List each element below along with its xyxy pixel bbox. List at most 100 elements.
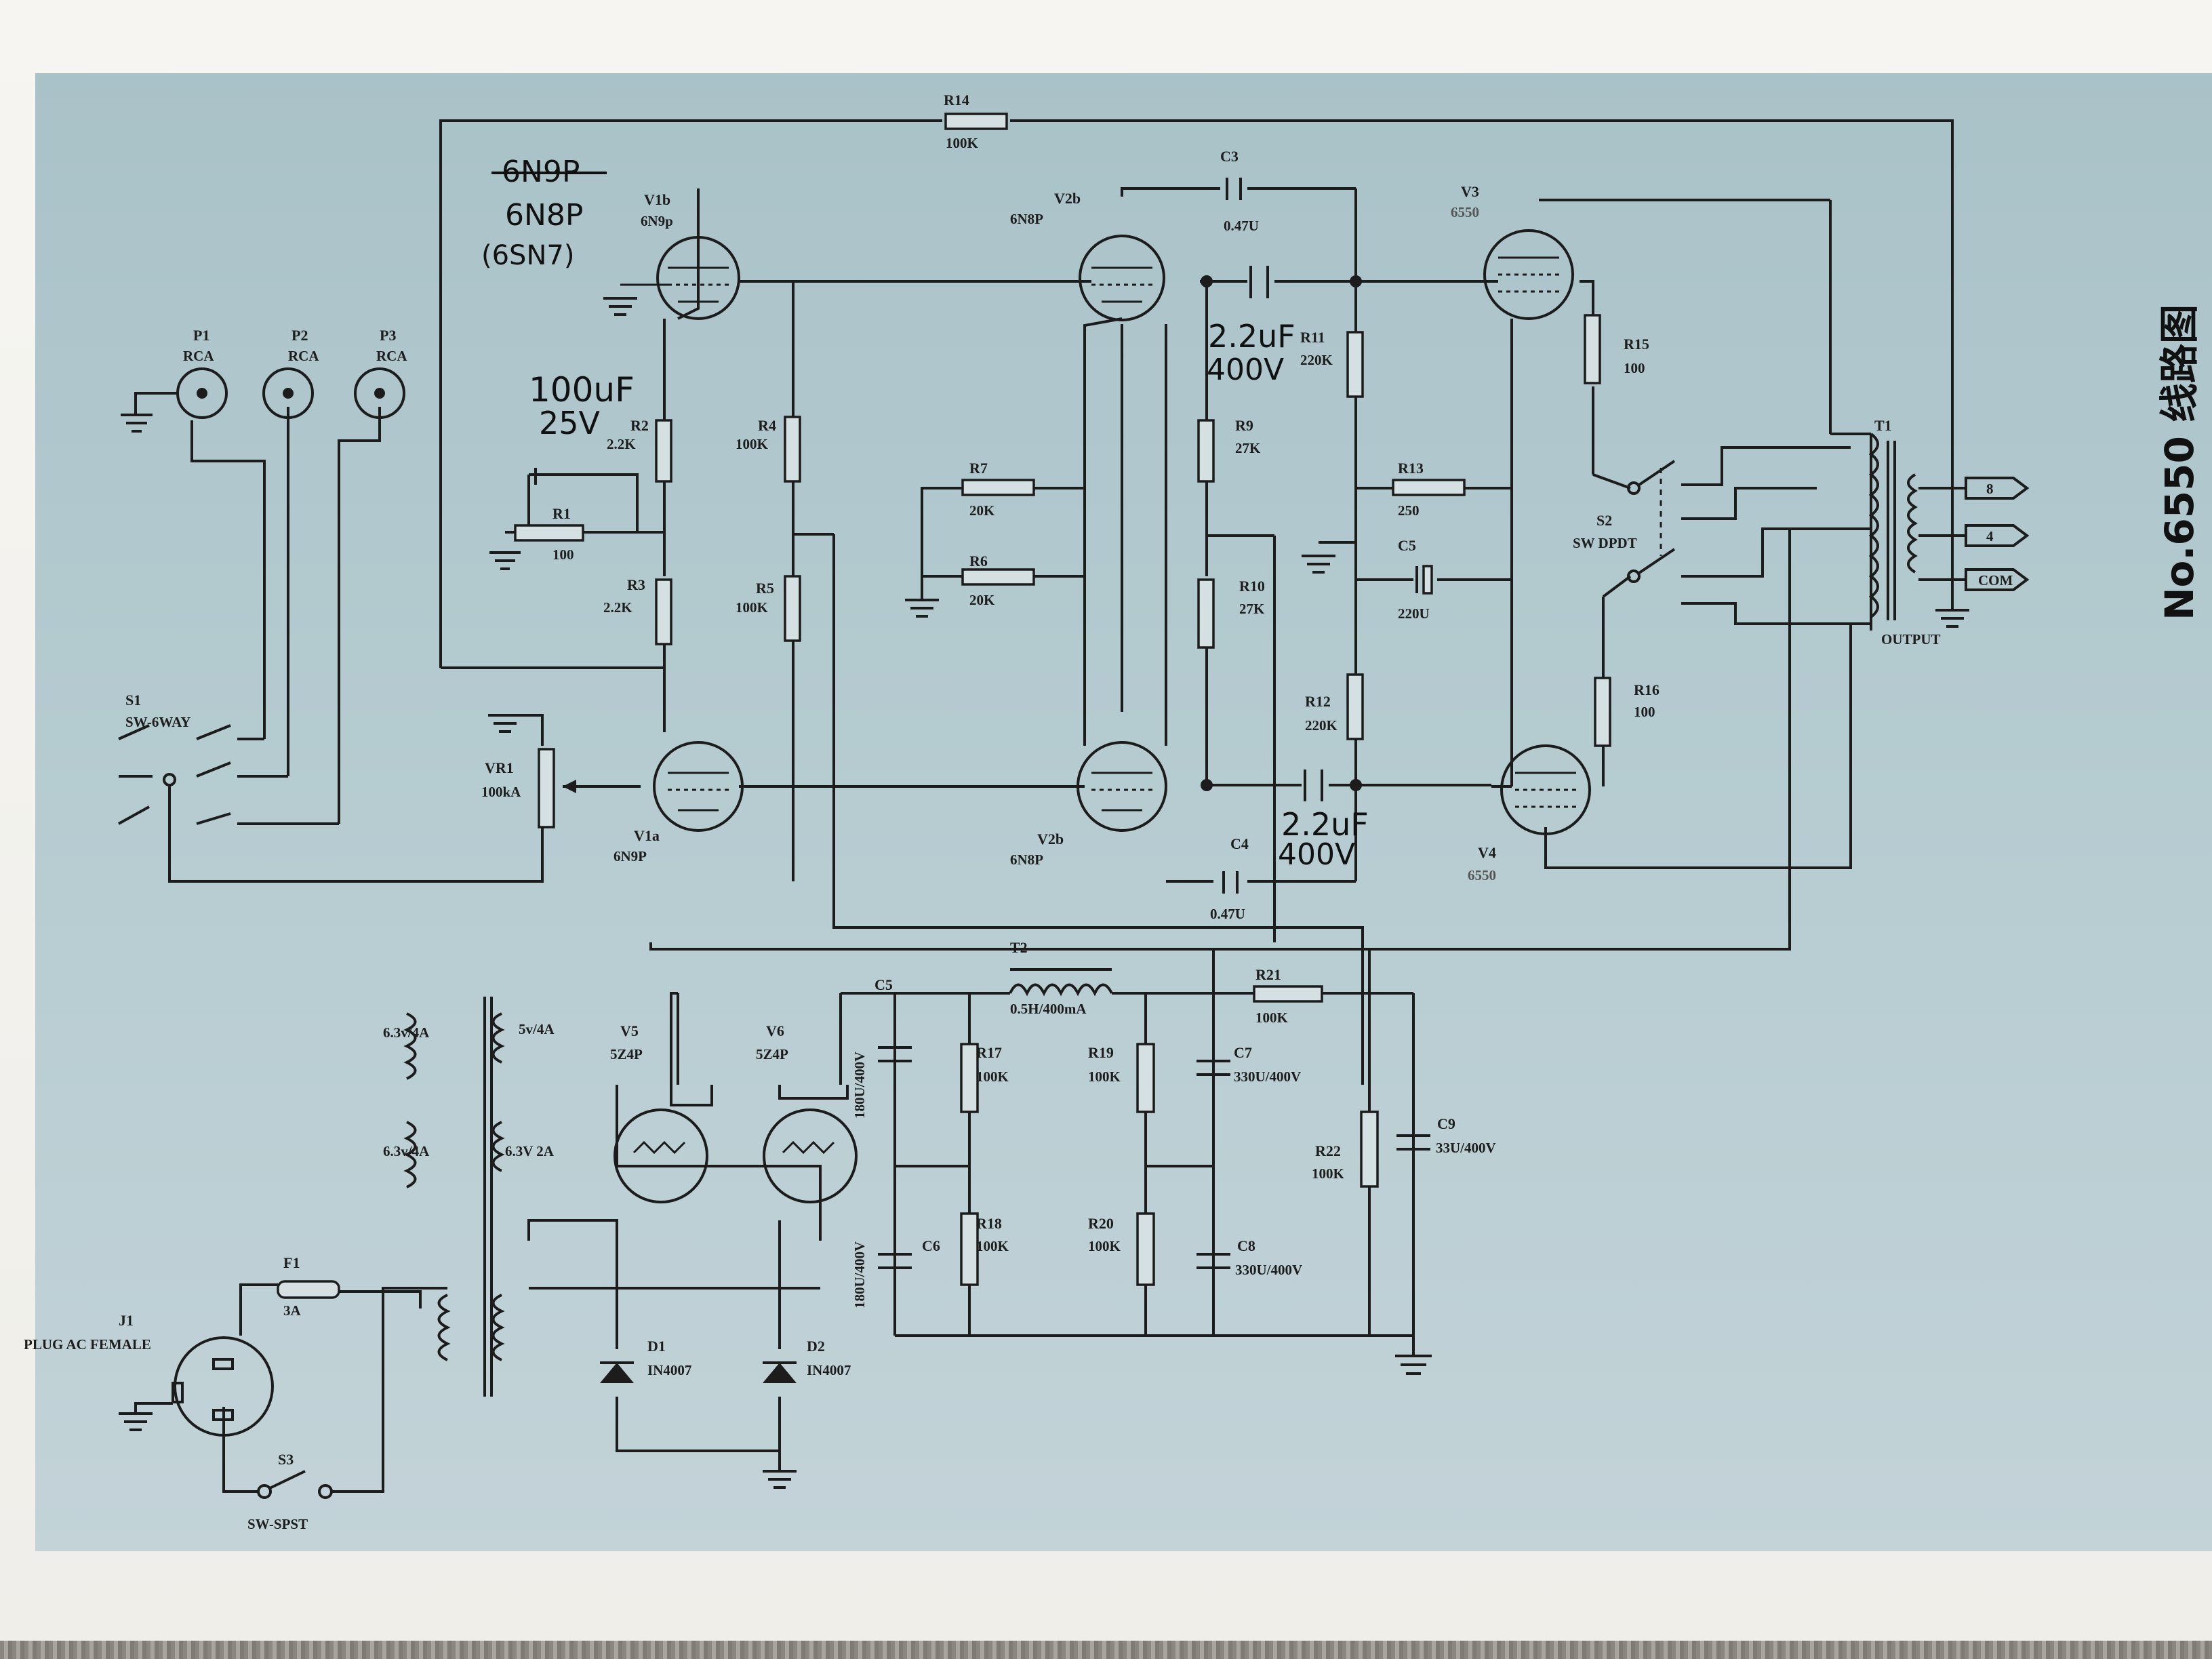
d2-ref: D2 <box>807 1338 825 1355</box>
d1-type: IN4007 <box>647 1362 691 1378</box>
tube-v1b <box>620 236 740 320</box>
v1a-type: 6N9P <box>614 848 647 864</box>
output-terminals <box>1965 477 2030 591</box>
p1-type: RCA <box>183 348 214 364</box>
c6-ref: C6 <box>922 1237 940 1254</box>
t2-value: 0.5H/400mA <box>1010 1001 1087 1017</box>
r2-ref: R2 <box>630 417 649 434</box>
handwritten-400v-bottom: 400V <box>1278 837 1355 872</box>
r7-ref: R7 <box>969 460 988 477</box>
r12-ref: R12 <box>1305 693 1331 710</box>
v2b-top-type: 6N8P <box>1010 211 1043 227</box>
tube-v3 <box>1483 229 1574 320</box>
r9-ref: R9 <box>1235 417 1253 434</box>
ac-plug-j1 <box>172 1336 274 1437</box>
v1b-type: 6N9p <box>641 213 673 229</box>
v2b-bottom-type: 6N8P <box>1010 852 1043 868</box>
j1-type: PLUG AC FEMALE <box>24 1336 151 1353</box>
r14-ref: R14 <box>944 92 969 108</box>
r9-value: 27K <box>1235 440 1261 456</box>
power-transformer <box>403 997 505 1397</box>
handwritten-25v: 25V <box>539 405 601 441</box>
c6-value: 180U/400V <box>851 1241 868 1308</box>
r3-ref: R3 <box>627 576 645 593</box>
c5-cathode-value: 220U <box>1398 605 1430 622</box>
t2-ref: T2 <box>1010 939 1028 956</box>
r13-value: 250 <box>1398 502 1420 519</box>
fuse-f1 <box>277 1280 340 1299</box>
c3-ref: C3 <box>1220 148 1239 165</box>
rca-jacks <box>134 367 405 419</box>
f1-ref: F1 <box>283 1254 300 1271</box>
r11-value: 220K <box>1300 352 1333 368</box>
p3-type: RCA <box>376 348 407 364</box>
r5-ref: R5 <box>756 580 774 597</box>
r1-value: 100 <box>552 546 574 563</box>
c5-supply-ref: C5 <box>874 976 893 993</box>
junction-dots <box>1201 275 1362 791</box>
cap-2u2-top <box>1249 266 1269 298</box>
r4-ref: R4 <box>758 417 776 434</box>
s3-ref: S3 <box>278 1451 294 1468</box>
choke-t2 <box>1009 968 1113 997</box>
c9-ref: C9 <box>1437 1115 1455 1132</box>
r17-ref: R17 <box>976 1044 1002 1061</box>
r6-value: 20K <box>969 592 995 608</box>
tube-v2b-top <box>1079 235 1165 321</box>
r1-ref: R1 <box>552 505 571 522</box>
c8-ref: C8 <box>1237 1237 1255 1254</box>
c3-value: 0.47U <box>1224 218 1259 234</box>
sheet-title: No.6550 线路图 <box>2156 304 2203 620</box>
v1b-ref: V1b <box>644 191 670 208</box>
v5-type: 5Z4P <box>610 1046 643 1062</box>
r7-value: 20K <box>969 502 995 519</box>
r2-value: 2.2K <box>607 436 636 452</box>
handwritten-400v-top: 400V <box>1207 353 1284 387</box>
c7-value: 330U/400V <box>1234 1068 1301 1085</box>
r5-value: 100K <box>736 599 769 616</box>
p3-ref: P3 <box>380 327 396 344</box>
ground-symbols <box>119 297 1969 1489</box>
pt-winding-2: 6.3v/4A <box>383 1143 430 1159</box>
c4-ref: C4 <box>1230 835 1249 852</box>
pt-winding-3: 5v/4A <box>519 1021 555 1037</box>
r3-value: 2.2K <box>603 599 632 616</box>
v3-type: 6550 <box>1451 204 1479 220</box>
vr1-value: 100kA <box>481 784 521 800</box>
c7-capacitor <box>1197 1060 1230 1076</box>
d1-ref: D1 <box>647 1338 666 1355</box>
r21-value: 100K <box>1255 1010 1289 1026</box>
c4-value: 0.47U <box>1210 906 1245 922</box>
r17-value: 100K <box>976 1068 1009 1085</box>
r13-ref: R13 <box>1398 460 1424 477</box>
r22-value: 100K <box>1312 1165 1345 1182</box>
switch-s1 <box>118 724 231 825</box>
tap-8: 8 <box>1986 481 1994 497</box>
s2-type: SW DPDT <box>1573 535 1637 551</box>
r10-ref: R10 <box>1239 578 1265 595</box>
s2-ref: S2 <box>1596 512 1612 529</box>
tube-v6 <box>763 1108 858 1203</box>
c8-value: 330U/400V <box>1235 1262 1302 1278</box>
v2b-bottom-ref: V2b <box>1037 831 1064 847</box>
tap-com: COM <box>1978 572 2013 588</box>
r14-value: 100K <box>946 135 979 151</box>
v4-type: 6550 <box>1468 867 1496 883</box>
vr1-ref: VR1 <box>485 759 514 776</box>
r15-ref: R15 <box>1624 336 1649 353</box>
r19-value: 100K <box>1088 1068 1121 1085</box>
handwritten-6sn7: (6SN7) <box>481 240 574 271</box>
output-transformer-t1 <box>1868 433 1918 620</box>
j1-ref: J1 <box>119 1312 134 1329</box>
r18-ref: R18 <box>976 1215 1002 1232</box>
s1-ref: S1 <box>125 692 141 708</box>
r20-value: 100K <box>1088 1238 1121 1254</box>
c3-capacitor <box>1226 178 1242 200</box>
handwritten-2u2-bottom: 2.2uF <box>1281 806 1369 843</box>
v5-ref: V5 <box>620 1022 639 1039</box>
r18-value: 100K <box>976 1238 1009 1254</box>
r6-ref: R6 <box>969 553 988 569</box>
switch-s2 <box>1627 460 1676 583</box>
d2-type: IN4007 <box>807 1362 851 1378</box>
